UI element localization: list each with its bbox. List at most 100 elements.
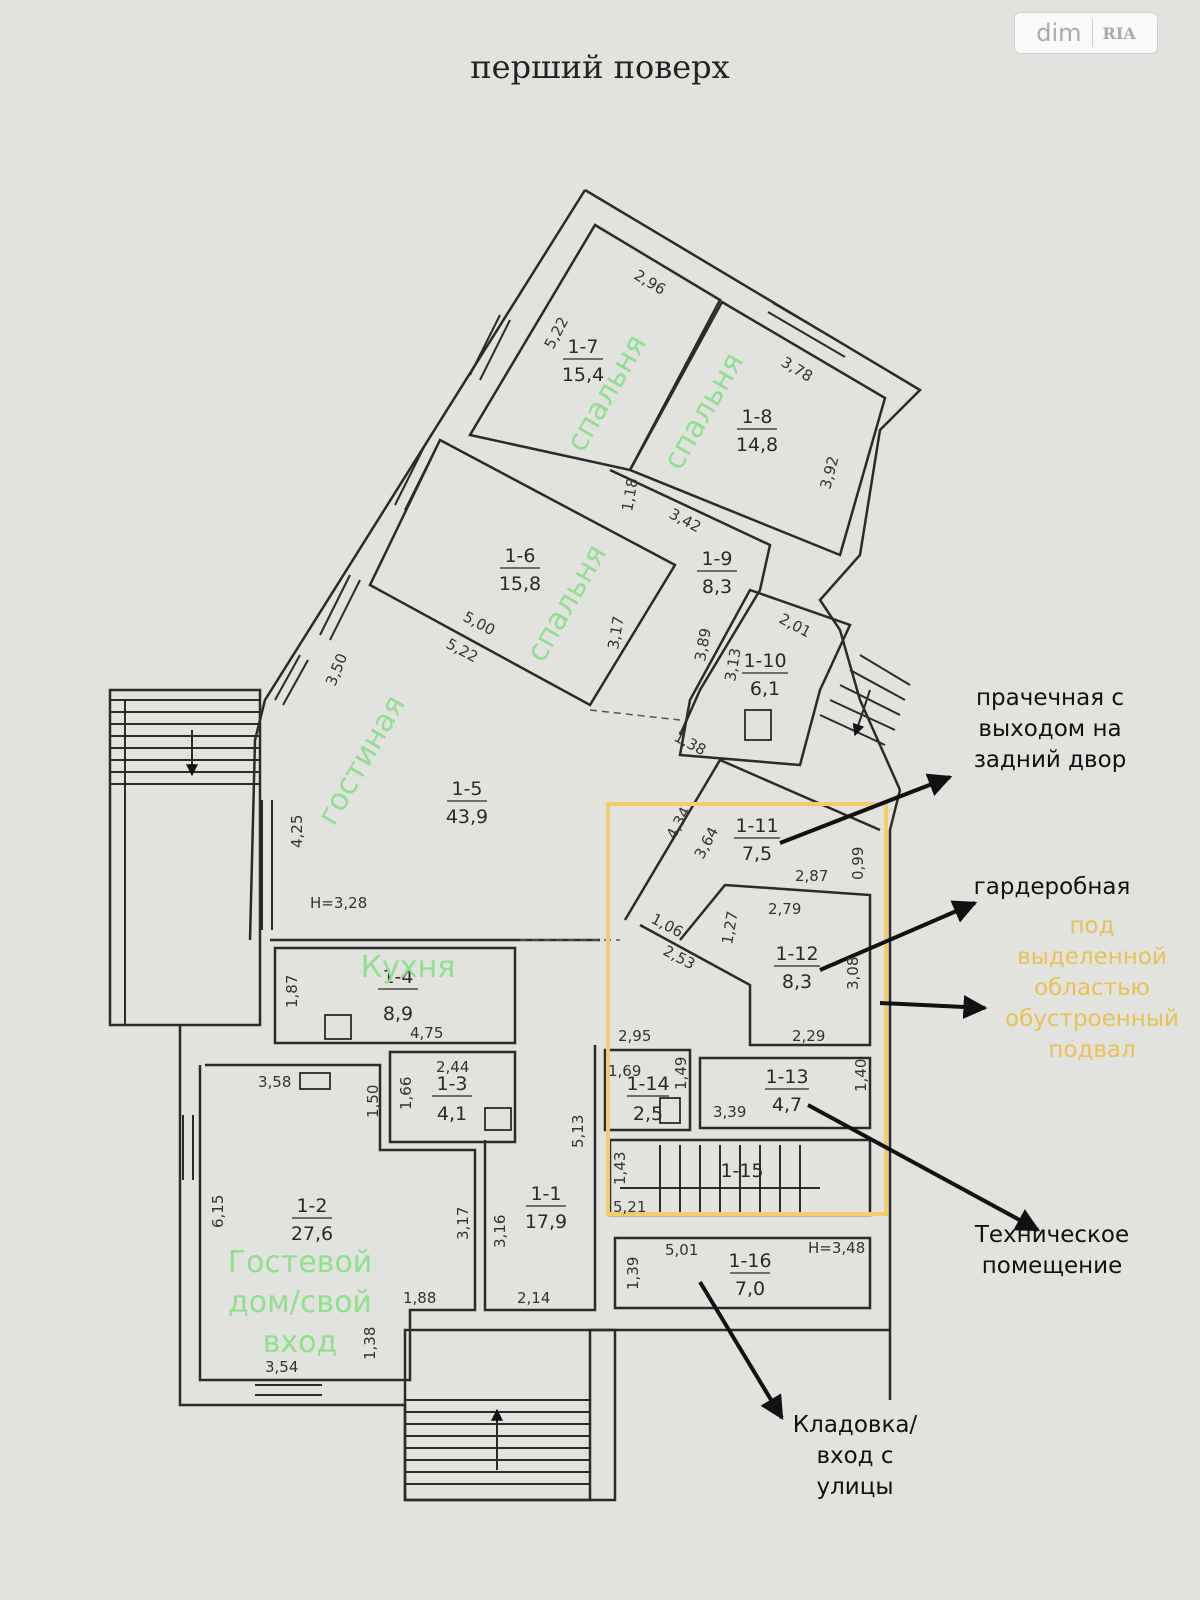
dim-label: 6,15 bbox=[209, 1195, 227, 1228]
dim-label: 5,21 bbox=[613, 1198, 646, 1216]
dim-label: 3,17 bbox=[454, 1207, 472, 1240]
room-1-4-code: 1-4 bbox=[382, 966, 413, 988]
dim-label: 2,14 bbox=[517, 1289, 550, 1307]
dim-label: 3,17 bbox=[604, 615, 628, 651]
dim-label: 3,58 bbox=[258, 1073, 291, 1091]
room-1-6-outline bbox=[368, 438, 677, 707]
room-1-3-outline bbox=[388, 1050, 517, 1144]
door-dashes bbox=[520, 709, 681, 941]
watermark-badge: RIA bbox=[1102, 23, 1136, 43]
room-1-7-area: 15,4 bbox=[562, 364, 604, 386]
dim-label: 2,53 bbox=[660, 942, 698, 974]
room-1-13-outline bbox=[698, 1056, 872, 1130]
room-1-16-code: 1-16 bbox=[728, 1250, 771, 1272]
toilet-icon-1-3 bbox=[484, 1107, 512, 1131]
room-1-11-area: 7,5 bbox=[742, 843, 772, 865]
dim-label: 3,89 bbox=[691, 627, 715, 663]
dim-label: 1,88 bbox=[403, 1289, 436, 1307]
storage-annotation-line1: Кладовка/ bbox=[793, 1412, 918, 1438]
room-1-14-code: 1-14 bbox=[626, 1073, 669, 1095]
dim-label: 2,95 bbox=[618, 1027, 651, 1045]
height-label-1: H=3,28 bbox=[310, 894, 367, 912]
room-1-10-outline bbox=[678, 588, 852, 767]
dim-label: 1,38 bbox=[671, 728, 709, 760]
stove-icon bbox=[324, 1014, 352, 1040]
stairs-entrance bbox=[405, 1399, 590, 1485]
dim-ria-watermark: dim RIA bbox=[1014, 12, 1158, 54]
room-1-13-area: 4,7 bbox=[772, 1094, 802, 1116]
dim-label: 1,49 bbox=[672, 1057, 690, 1090]
guest-label-line2: дом/свой bbox=[228, 1285, 372, 1320]
basement-annotation-line4: обустроенный bbox=[1005, 1006, 1179, 1032]
basement-annotation-line2: выделенной bbox=[1017, 944, 1167, 970]
laundry-annotation-line2: выходом на bbox=[978, 716, 1121, 742]
dim-label: 1,43 bbox=[611, 1152, 629, 1185]
room-1-2-area: 27,6 bbox=[291, 1223, 333, 1245]
bedroom-label-2: спальня bbox=[656, 347, 751, 476]
dim-label: 3,78 bbox=[778, 353, 816, 386]
room-1-6-area: 15,8 bbox=[499, 573, 541, 595]
room-1-14-area: 2,5 bbox=[633, 1103, 663, 1125]
annotations: прачечная с выходом на задний двор гарде… bbox=[793, 685, 1179, 1500]
kitchen-label: Кухня bbox=[361, 950, 455, 985]
dim-label: 1,18 bbox=[618, 477, 642, 513]
dim-label: 3,08 bbox=[844, 957, 862, 990]
room-1-1-outline bbox=[483, 1045, 597, 1312]
dim-label: 3,39 bbox=[713, 1103, 746, 1121]
watermark-divider bbox=[1091, 19, 1093, 47]
laundry-annotation-line3: задний двор bbox=[974, 747, 1127, 773]
dim-label: 3,92 bbox=[816, 454, 842, 491]
room-1-13-code: 1-13 bbox=[765, 1066, 808, 1088]
room-1-7-code: 1-7 bbox=[567, 336, 598, 358]
laundry-annotation-line1: прачечная с bbox=[976, 685, 1124, 711]
basement-annotation-line5: подвал bbox=[1048, 1037, 1135, 1063]
dim-label: 4,75 bbox=[410, 1024, 443, 1042]
room-1-2-code: 1-2 bbox=[296, 1195, 327, 1217]
dim-label: 2,87 bbox=[795, 867, 828, 885]
guest-label-line3: вход bbox=[263, 1325, 338, 1360]
dim-label: 5,01 bbox=[665, 1241, 698, 1259]
wall-1-12 bbox=[639, 883, 872, 1047]
dim-label: 1,38 bbox=[361, 1327, 379, 1360]
room-1-14-outline bbox=[603, 1048, 692, 1132]
windows bbox=[182, 302, 851, 1396]
dim-label: 3,50 bbox=[322, 651, 351, 689]
room-1-5-code: 1-5 bbox=[451, 778, 482, 800]
room-1-8-area: 14,8 bbox=[736, 434, 778, 456]
arrow-basement bbox=[879, 994, 988, 1019]
room-1-12-code: 1-12 bbox=[775, 943, 818, 965]
outer-wall-east bbox=[888, 789, 902, 1400]
dim-label: 5,22 bbox=[443, 635, 481, 667]
dim-label: 1,66 bbox=[397, 1077, 415, 1110]
room-1-5-area: 43,9 bbox=[446, 806, 488, 828]
room-1-8-outline bbox=[628, 300, 887, 557]
guest-label-line1: Гостевой bbox=[228, 1245, 373, 1280]
dim-label: 2,79 bbox=[768, 900, 801, 918]
wardrobe-annotation: гардеробная bbox=[974, 874, 1131, 900]
dim-label: 2,29 bbox=[792, 1027, 825, 1045]
dim-label: 3,13 bbox=[721, 647, 745, 683]
arrow-storage bbox=[698, 1280, 784, 1421]
room-1-3-code: 1-3 bbox=[436, 1073, 467, 1095]
wall-1-9 bbox=[609, 468, 772, 736]
arrow-wardrobe bbox=[819, 900, 978, 972]
dim-label: 3,16 bbox=[491, 1215, 509, 1248]
room-1-12-area: 8,3 bbox=[782, 971, 812, 993]
dim-label: 3,42 bbox=[666, 505, 704, 537]
veranda-outline bbox=[108, 688, 262, 1027]
dim-label: 2,96 bbox=[631, 266, 669, 299]
outer-wall-rotated-wing bbox=[584, 188, 923, 791]
basement-highlight-box bbox=[606, 802, 888, 1216]
arrow-laundry bbox=[779, 773, 953, 845]
room-1-1-code: 1-1 bbox=[530, 1183, 561, 1205]
room-1-10-code: 1-10 bbox=[743, 650, 786, 672]
room-1-4-outline bbox=[273, 946, 517, 1045]
toilet-icon-1-14 bbox=[659, 1097, 681, 1124]
dim-label: 1,87 bbox=[283, 975, 301, 1008]
dim-label: 1,69 bbox=[608, 1062, 641, 1080]
dim-label: 1,50 bbox=[364, 1085, 382, 1118]
dim-label: 0,99 bbox=[849, 847, 867, 880]
room-1-1-area: 17,9 bbox=[525, 1211, 567, 1233]
